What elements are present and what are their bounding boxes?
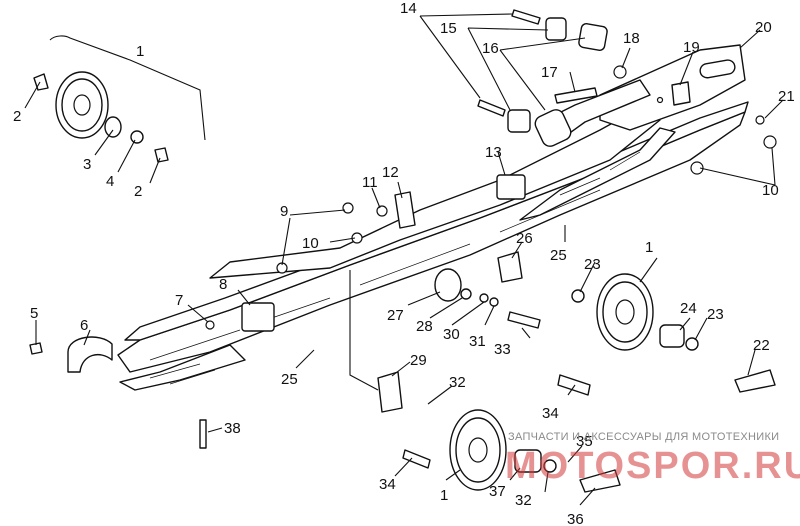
callout-1-bottom: 1	[440, 487, 448, 504]
callout-32-lower: 32	[515, 492, 532, 509]
callout-28: 28	[416, 318, 433, 335]
callout-1-top: 1	[136, 43, 144, 60]
callout-37: 37	[489, 483, 506, 500]
small-parts	[29, 9, 777, 469]
callout-8: 8	[219, 276, 227, 293]
callout-5: 5	[30, 305, 38, 322]
callout-35: 35	[576, 433, 593, 450]
callouts: 1 2 3 4 2 5 6 7 8 9 10 11 12 13 14 15 16…	[13, 0, 795, 526]
callout-23-right: 23	[707, 306, 724, 323]
callout-6: 6	[80, 317, 88, 334]
callout-9: 9	[280, 203, 288, 220]
watermark-brand: МОТОSPOR.RU	[505, 445, 800, 487]
callout-20: 20	[755, 19, 772, 36]
callout-30: 30	[443, 326, 460, 343]
callout-19: 19	[683, 39, 700, 56]
callout-4: 4	[106, 173, 114, 190]
callout-16: 16	[482, 40, 499, 57]
callout-25-left: 25	[281, 371, 298, 388]
callout-25-right: 25	[550, 247, 567, 264]
callout-17: 17	[541, 64, 558, 81]
idler-wheel-bottom	[449, 409, 621, 493]
callout-27: 27	[387, 307, 404, 324]
callout-10-mid: 10	[302, 235, 319, 252]
callout-18: 18	[623, 30, 640, 47]
callout-33: 33	[494, 341, 511, 358]
callout-1-right: 1	[645, 239, 653, 256]
callout-22: 22	[753, 337, 770, 354]
callout-11: 11	[362, 174, 378, 191]
watermark: ЗАПЧАСТИ И АКСЕССУАРЫ ДЛЯ МОТОТЕХНИКИ МО…	[505, 431, 800, 487]
idler-wheel-right	[571, 273, 776, 393]
callout-26: 26	[516, 230, 533, 247]
callout-12: 12	[382, 164, 399, 181]
callout-32-upper: 32	[449, 374, 466, 391]
callout-24: 24	[680, 300, 697, 317]
watermark-caption: ЗАПЧАСТИ И АКСЕССУАРЫ ДЛЯ МОТОТЕХНИКИ	[508, 431, 779, 443]
callout-13: 13	[485, 144, 502, 161]
callout-10-right: 10	[762, 182, 779, 199]
callout-38: 38	[224, 420, 241, 437]
callout-36: 36	[567, 511, 584, 526]
callout-2-right: 2	[134, 183, 142, 200]
callout-34-right: 34	[542, 405, 559, 422]
leader-lines	[24, 13, 784, 506]
callout-29: 29	[410, 352, 427, 369]
callout-3: 3	[83, 156, 91, 173]
callout-21: 21	[778, 88, 795, 105]
callout-15: 15	[440, 20, 457, 37]
callout-23-left: 23	[584, 256, 601, 273]
callout-31: 31	[469, 333, 486, 350]
callout-34-left: 34	[379, 476, 396, 493]
callout-2-left: 2	[13, 108, 21, 125]
callout-7: 7	[175, 292, 183, 309]
idler-wheel-top	[33, 71, 169, 163]
pivot-arm	[507, 17, 651, 147]
callout-14: 14	[400, 0, 417, 17]
